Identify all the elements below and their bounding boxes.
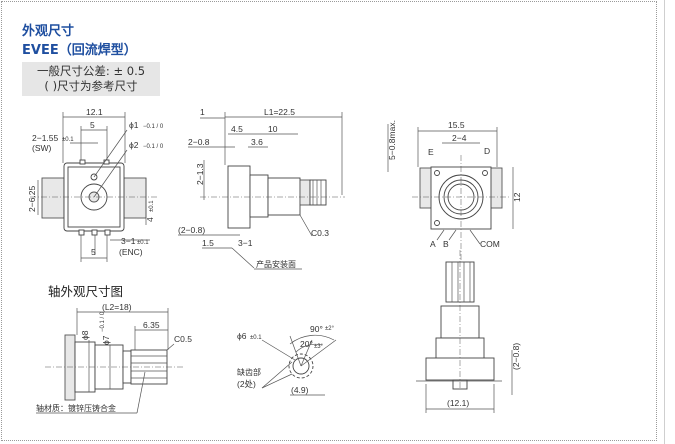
- dim-pitch-bottom: 5: [91, 247, 96, 257]
- dim-2-4: 2−4: [452, 133, 467, 143]
- dim-d6: ϕ6: [237, 331, 247, 341]
- dim-d7: ϕ7: [101, 335, 111, 345]
- dim-3-1: 3−1: [238, 238, 253, 248]
- pin-d-label: D: [484, 146, 490, 156]
- pin-com-label: COM: [480, 239, 500, 249]
- label-sw: (SW): [32, 143, 52, 153]
- model-subtitle: EVEE（回流焊型）: [22, 43, 137, 58]
- dim-1: 1: [200, 107, 205, 117]
- dim-2-0-8-ref: (2−0.8): [178, 225, 205, 235]
- dim-d7-tol: −0.1 / 0: [100, 311, 106, 332]
- label-mount-surface: 产品安装面: [256, 259, 296, 269]
- label-count: (2处): [237, 379, 256, 389]
- dim-sw-tol: ±0.1: [62, 137, 74, 143]
- dim-c0-3: C0.3: [311, 228, 329, 238]
- dim-offset-tol: ±0.1: [149, 200, 155, 212]
- dim-2-1-3: 2−1.3: [195, 163, 205, 185]
- dim-hole2-tol: −0.1 / 0: [143, 144, 164, 150]
- label-missing-teeth: 缺齿部: [237, 367, 261, 377]
- shaft-material: 轴材质：镀锌压铸合金: [36, 403, 116, 413]
- dim-sw-pins: 2−1.55: [32, 133, 59, 143]
- dim-hole2: ϕ2: [129, 140, 139, 150]
- divider: [664, 0, 665, 444]
- dim-d8: ϕ8: [80, 330, 90, 340]
- angle-20-tol: ±3°: [314, 344, 324, 350]
- page-frame: [1, 1, 657, 441]
- dim-4-5: 4.5: [231, 124, 243, 134]
- bottom-view: (2−0.8) (12.1): [416, 250, 521, 413]
- pin-e-label: E: [428, 147, 434, 157]
- label-enc: (ENC): [119, 247, 143, 257]
- dim-width: 12.1: [86, 107, 103, 117]
- dim-height: 2−6.25: [27, 185, 37, 212]
- reference-line: ( )尺寸为参考尺寸: [44, 79, 138, 93]
- front-view: 12.1 5 2−1.55 ±0.1 (SW) ϕ1 −0.1 / 0 ϕ2 −…: [27, 107, 164, 262]
- dim-2-0-8: 2−0.8: [188, 137, 210, 147]
- dim-offset: 4: [145, 217, 155, 222]
- side-knurl: [309, 179, 327, 206]
- page-title: 外观尺寸: [22, 24, 75, 39]
- tolerance-note: 一般尺寸公差: ± 0.5 ( )尺寸为参考尺寸: [22, 62, 160, 96]
- shaft-heading: 轴外观尺寸图: [48, 284, 123, 299]
- knurl-detail: 90° ±2° 20° ±3° ϕ6 ±0.1 缺齿部 (2处) (4.9): [237, 324, 337, 396]
- angle-90: 90°: [310, 324, 323, 334]
- dim-d6-tol: ±0.1: [250, 335, 262, 341]
- dim-length: L1=22.5: [264, 107, 295, 117]
- dim-hole1-tol: −0.1 / 0: [143, 124, 164, 130]
- shaft-view: 轴外观尺寸图 (L2=18) ϕ8 ϕ7 −0.1 / 0 6.35 C0.5 …: [36, 284, 192, 414]
- dim-bottom-ref: (2−0.8): [511, 343, 521, 370]
- pin-b-label: B: [443, 239, 449, 249]
- angle-20: 20°: [300, 339, 313, 349]
- dim-pitch-top: 5: [90, 120, 95, 130]
- dim-6-35: 6.35: [143, 320, 160, 330]
- dim-enc-tol: ±0.1: [137, 240, 149, 246]
- dim-3-6: 3.6: [251, 137, 263, 147]
- tolerance-line: 一般尺寸公差: ± 0.5: [36, 64, 146, 78]
- angle-90-tol: ±2°: [325, 326, 335, 332]
- dim-max: 5−0.8max.: [387, 120, 397, 160]
- side-bushing: [267, 177, 301, 216]
- dim-c0-5: C0.5: [174, 334, 192, 344]
- dim-1-5: 1.5: [202, 238, 214, 248]
- dim-10: 10: [268, 124, 278, 134]
- right-bracket: [123, 177, 147, 219]
- side-view: L1=22.5 1 4.5 10 2−0.8 3.6 2−1.3 (2−0.8)…: [178, 107, 345, 270]
- dim-top-height: 12: [512, 192, 522, 202]
- pin-a-label: A: [430, 239, 436, 249]
- dim-bottom-width: (12.1): [447, 398, 469, 408]
- dim-l2: (L2=18): [102, 302, 132, 312]
- dim-4-9: (4.9): [291, 385, 309, 395]
- top-view: 15.5 2−4 E D 5−0.8max. 12 A B COM: [387, 120, 522, 260]
- dim-hole1: ϕ1: [129, 120, 139, 130]
- dim-enc-pins: 3−1: [121, 236, 136, 246]
- left-bracket: [41, 177, 65, 219]
- dim-top-width: 15.5: [448, 120, 465, 130]
